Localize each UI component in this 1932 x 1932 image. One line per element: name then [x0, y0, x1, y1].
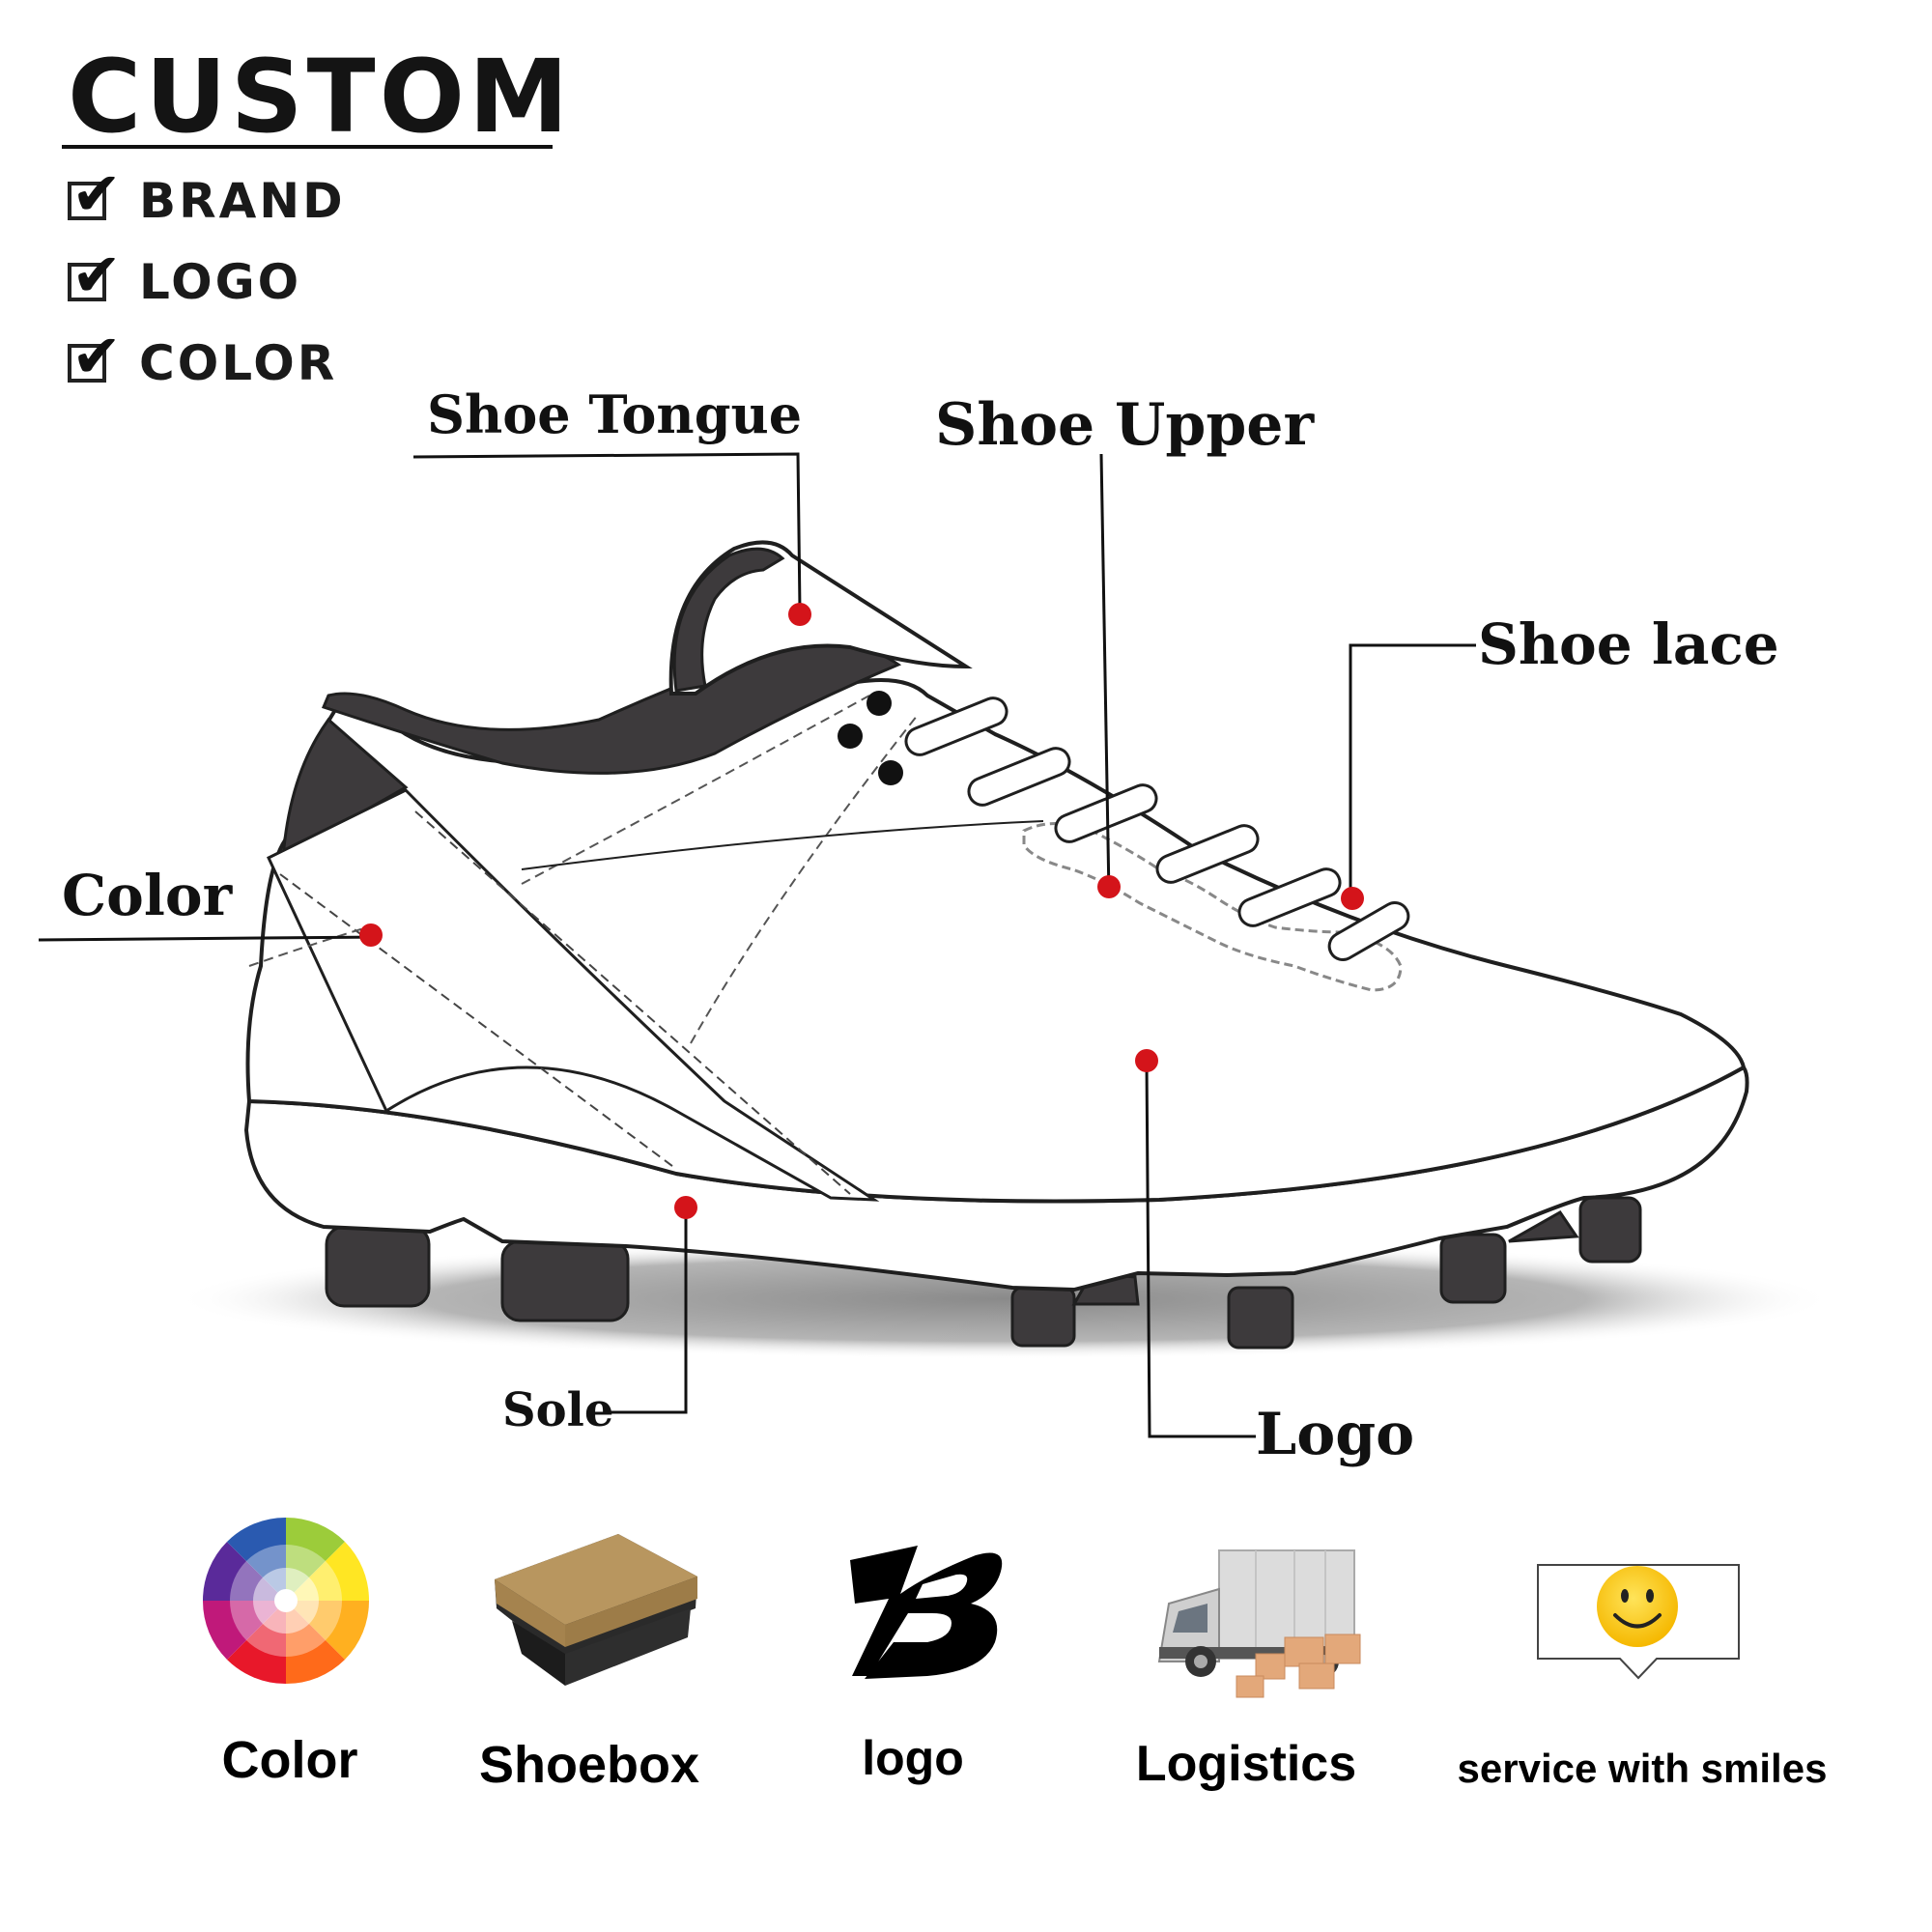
option-brand: ✔ BRAND: [68, 164, 346, 230]
option-logo: ✔ LOGO: [68, 245, 302, 311]
side-panel: [267, 788, 880, 1202]
feature-label-logo: logo: [862, 1731, 964, 1785]
shoe-laces: [904, 696, 1410, 961]
option-label: BRAND: [139, 173, 346, 229]
checkbox-icon: ✔: [68, 327, 122, 386]
shoe-tongue: [668, 540, 973, 696]
callout-color: Color: [62, 863, 233, 928]
callout-sole: Sole: [502, 1383, 614, 1437]
title-underline: [62, 145, 553, 149]
leader-lines: [38, 452, 1476, 1438]
checkbox-icon: ✔: [68, 245, 122, 305]
option-label: COLOR: [139, 335, 338, 391]
option-label: LOGO: [139, 254, 302, 310]
delivery-truck-icon: [1157, 1549, 1361, 1698]
custom-title: CUSTOM: [68, 38, 573, 156]
callout-markers: [359, 603, 1364, 1219]
shoebox-icon: [495, 1534, 697, 1686]
callout-shoe-upper: Shoe Upper: [935, 391, 1315, 459]
checkbox-icon: ✔: [68, 164, 122, 224]
callout-logo: Logo: [1256, 1401, 1415, 1468]
checkmark-icon: ✔: [71, 321, 122, 391]
feature-label-shoebox: Shoebox: [478, 1736, 700, 1794]
callout-shoe-lace: Shoe lace: [1478, 611, 1779, 677]
feature-label-service: service with smiles: [1457, 1746, 1828, 1791]
heel-counter: [281, 717, 409, 861]
checkmark-icon: ✔: [71, 240, 122, 310]
brand-logo-icon: [850, 1546, 1003, 1679]
lace-cage: [1022, 822, 1403, 992]
eyelets: [838, 691, 903, 785]
checkmark-icon: ✔: [71, 158, 122, 229]
feature-label-color: Color: [221, 1731, 358, 1789]
tongue-dark-edge: [672, 547, 785, 693]
option-color: ✔ COLOR: [68, 327, 338, 392]
feature-label-logistics: Logistics: [1135, 1736, 1357, 1792]
color-wheel-icon: [202, 1517, 370, 1685]
callout-shoe-tongue: Shoe Tongue: [427, 384, 803, 445]
smiley-speech-bubble-icon: [1537, 1564, 1740, 1680]
